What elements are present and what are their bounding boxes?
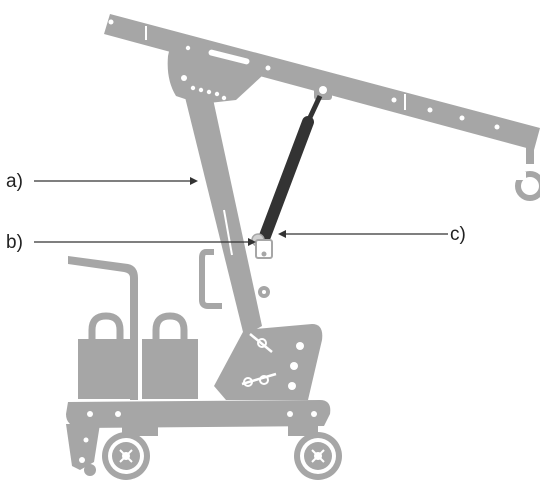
cylinder-lower-bracket (255, 239, 273, 259)
front-leg (66, 424, 100, 470)
callout-b-label: b) (6, 232, 23, 253)
hydraulic-cylinder (256, 94, 323, 257)
mast-bracket (199, 249, 222, 309)
base-plate (214, 324, 323, 400)
callout-c-label: c) (450, 224, 466, 245)
lifting-hook (515, 136, 540, 201)
leader-lines (34, 177, 448, 246)
mast (182, 85, 262, 336)
wheel-front (102, 426, 158, 480)
callout-a-label: a) (6, 171, 23, 192)
chassis (66, 400, 331, 428)
counterweight-left (78, 312, 136, 399)
counterweight-right (142, 312, 198, 399)
wheel-rear (288, 426, 342, 480)
